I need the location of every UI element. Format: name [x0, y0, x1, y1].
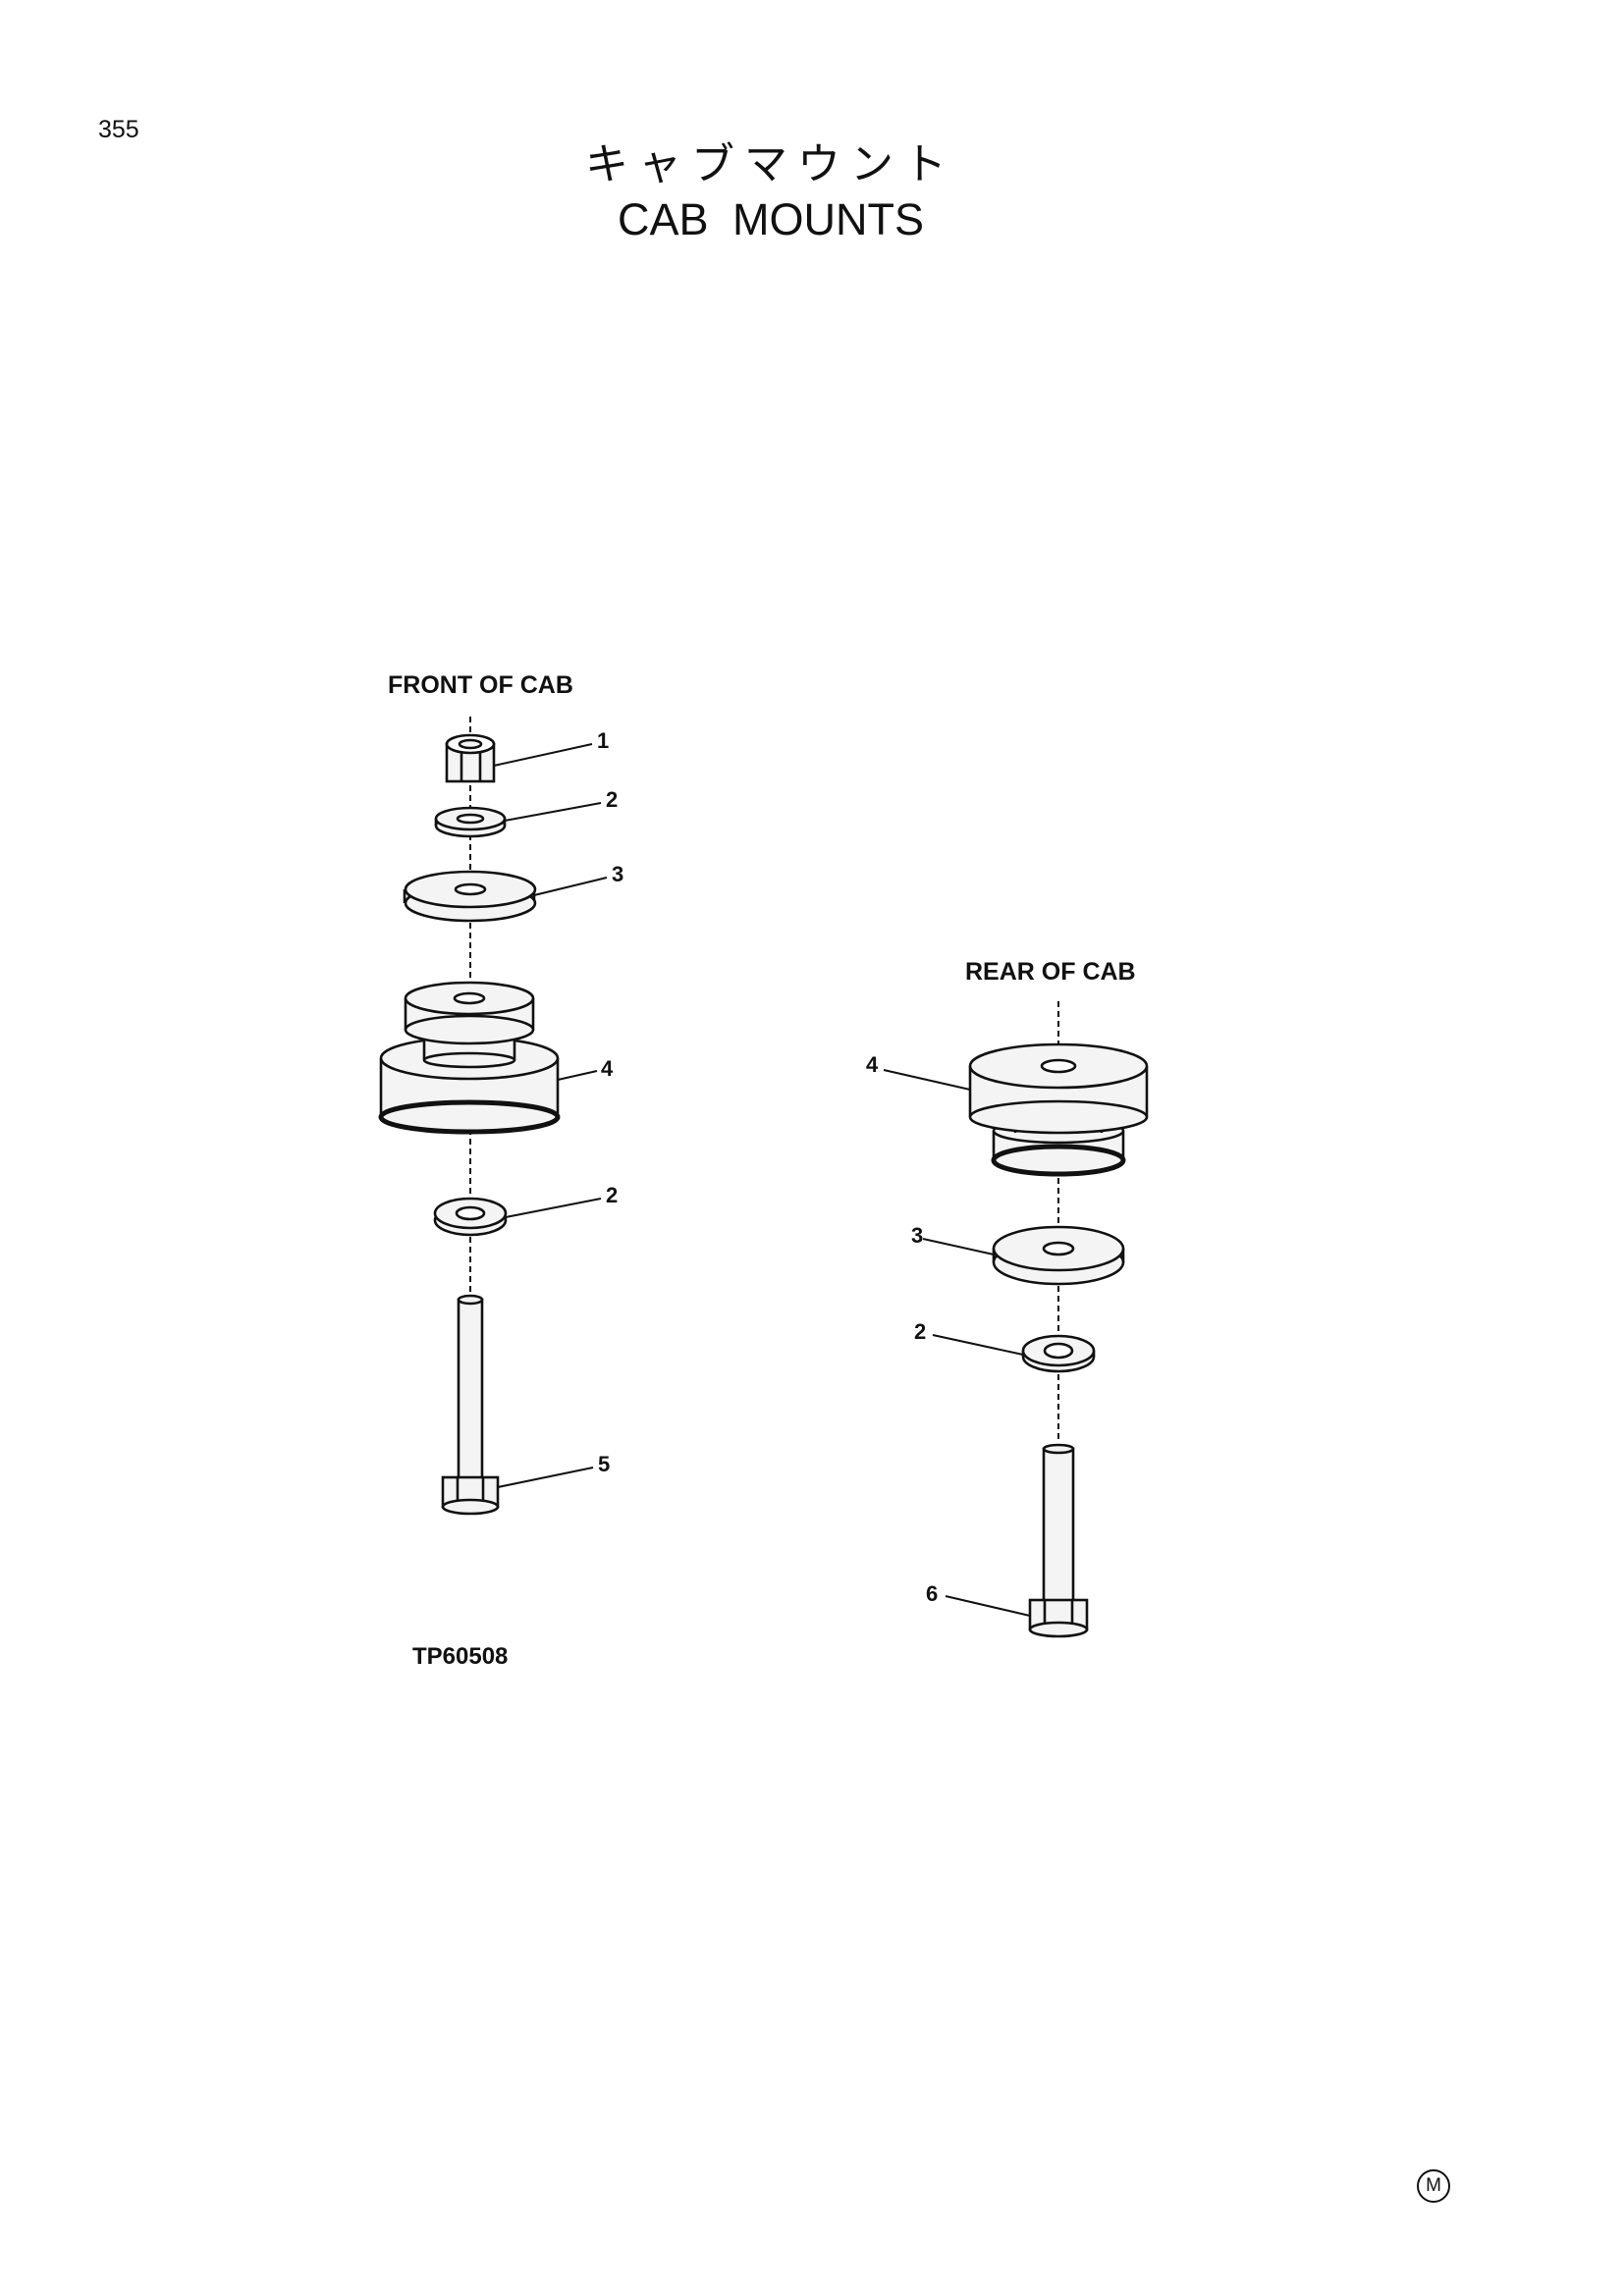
front-washer-bottom	[433, 1197, 508, 1237]
rear-washer	[1021, 1334, 1096, 1373]
front-washer-top	[434, 806, 507, 838]
rear-rubber-mount	[968, 1042, 1149, 1177]
rear-bolt	[1028, 1443, 1089, 1638]
rear-callout-4: 4	[866, 1052, 879, 1077]
front-callout-3: 3	[612, 862, 623, 886]
front-leader-lines	[493, 743, 608, 1488]
front-callout-1: 1	[597, 728, 609, 753]
figure-code: TP60508	[412, 1643, 508, 1670]
front-rubber-mount	[378, 981, 561, 1135]
front-plate-washer	[403, 870, 537, 923]
front-callout-2b: 2	[606, 1183, 618, 1207]
title-japanese: キャブマウント	[585, 139, 956, 189]
rear-plate-washer	[992, 1225, 1125, 1286]
rear-view-heading: REAR OF CAB	[965, 958, 1136, 986]
title-english: CAB MOUNTS	[617, 194, 924, 244]
front-callout-2: 2	[606, 787, 618, 812]
front-callout-4: 4	[601, 1056, 614, 1081]
registered-mark: M	[1417, 2169, 1450, 2203]
front-view-heading: FRONT OF CAB	[388, 671, 573, 699]
front-callout-5: 5	[598, 1452, 610, 1476]
page-number: 355	[98, 116, 139, 143]
rear-callout-2: 2	[914, 1319, 926, 1344]
rear-callout-6: 6	[926, 1581, 938, 1606]
front-bolt	[441, 1294, 500, 1516]
rear-callout-3: 3	[911, 1223, 923, 1248]
front-hex-nut	[445, 733, 496, 783]
rear-leader-lines	[883, 1069, 1031, 1617]
page-title: キャブマウント CAB MOUNTS	[0, 137, 1542, 247]
